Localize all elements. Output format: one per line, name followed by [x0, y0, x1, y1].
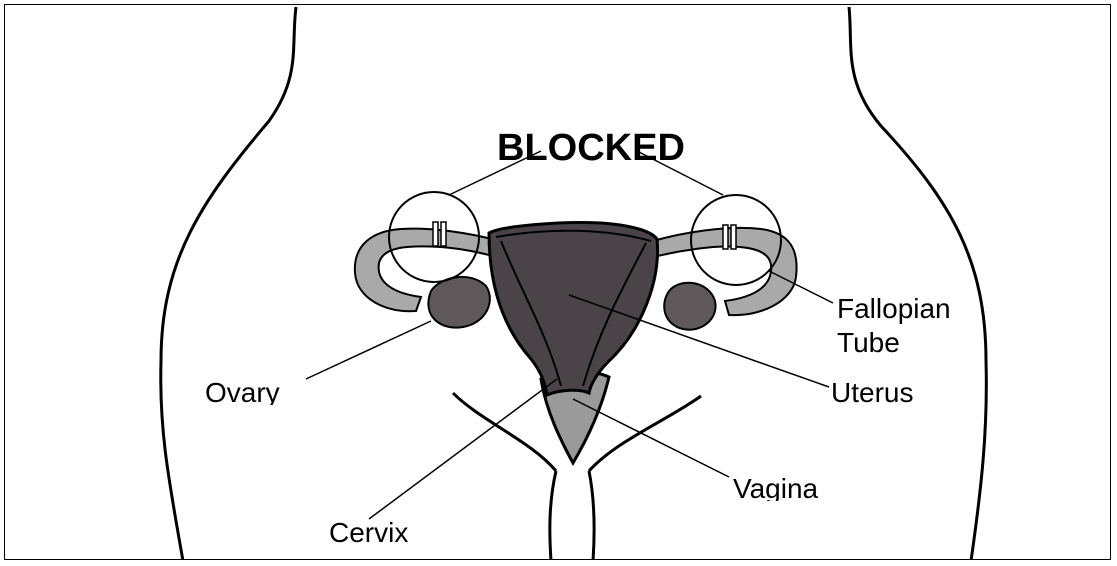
body-outline-left — [161, 7, 296, 560]
leg-contour-left — [453, 393, 556, 471]
uterus-shape — [489, 223, 658, 395]
cervix-label: Cervix — [329, 517, 408, 549]
blocked-title: BLOCKED — [497, 126, 685, 170]
uterus-label: Uterus — [831, 377, 941, 405]
leg-inner-left — [550, 471, 556, 560]
leg-contour-right — [589, 396, 701, 471]
ovary-right — [664, 283, 715, 330]
ovary-pointer — [306, 321, 431, 379]
fallopian-tube-label-line2: Tube — [837, 327, 900, 359]
vagina-label: Vagina — [733, 473, 843, 501]
leg-inner-right — [589, 471, 594, 560]
ovary-left — [428, 277, 490, 328]
reproductive-anatomy-figure — [5, 5, 1111, 560]
ovary-label-text: Ovary — [205, 377, 280, 405]
body-outline-right — [849, 7, 986, 560]
diagram-frame: BLOCKED Fallopian Tube Ovary Uterus Vagi… — [4, 4, 1111, 560]
vagina-label-text: Vagina — [733, 473, 818, 501]
fallopian-tube-label-line1: Fallopian — [837, 293, 951, 325]
uterus-label-text: Uterus — [831, 377, 913, 405]
ovary-label: Ovary — [205, 377, 315, 405]
